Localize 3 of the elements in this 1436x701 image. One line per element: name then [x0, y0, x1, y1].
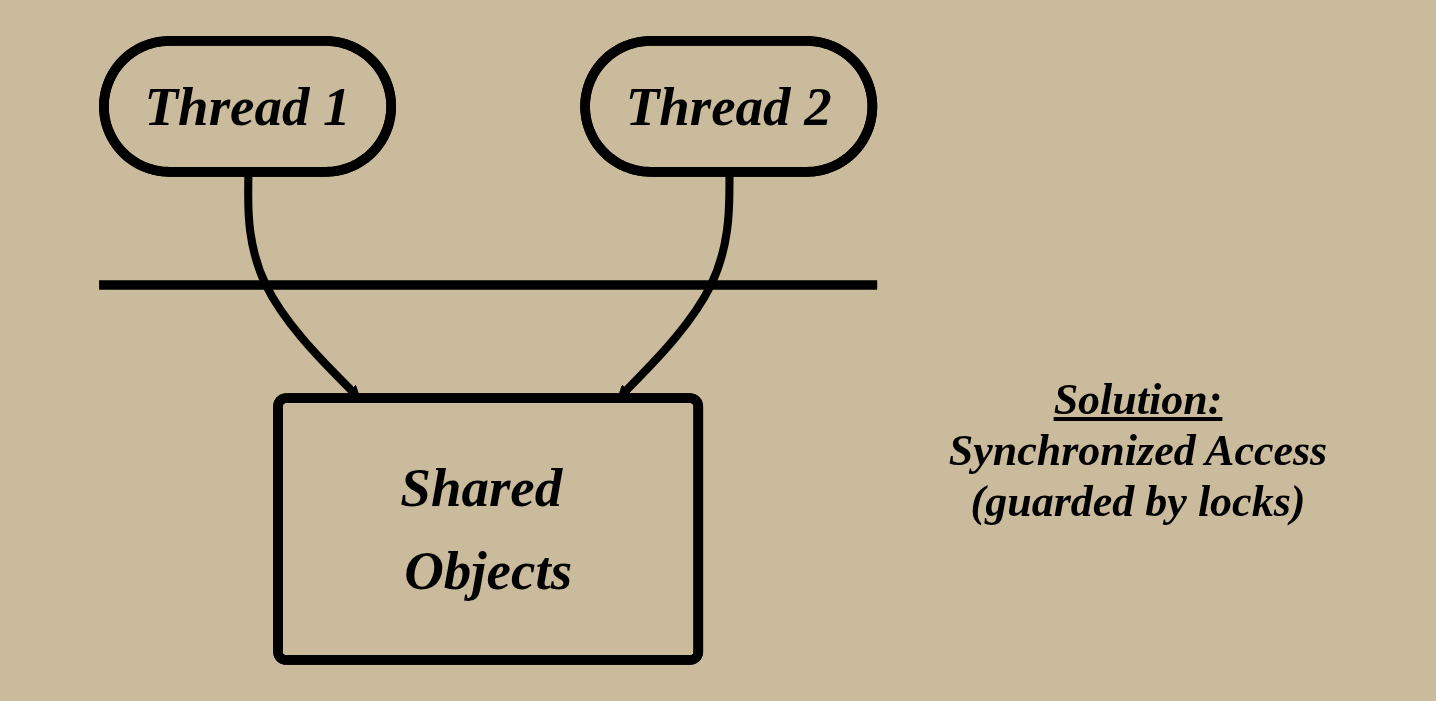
diagram-drawing: Thread 1 Thread 2 Shared Objects: [90, 28, 886, 673]
note-text: Synchronized Access (guarded by locks): [947, 425, 1329, 527]
heading-text: Solution:: [1053, 374, 1223, 425]
